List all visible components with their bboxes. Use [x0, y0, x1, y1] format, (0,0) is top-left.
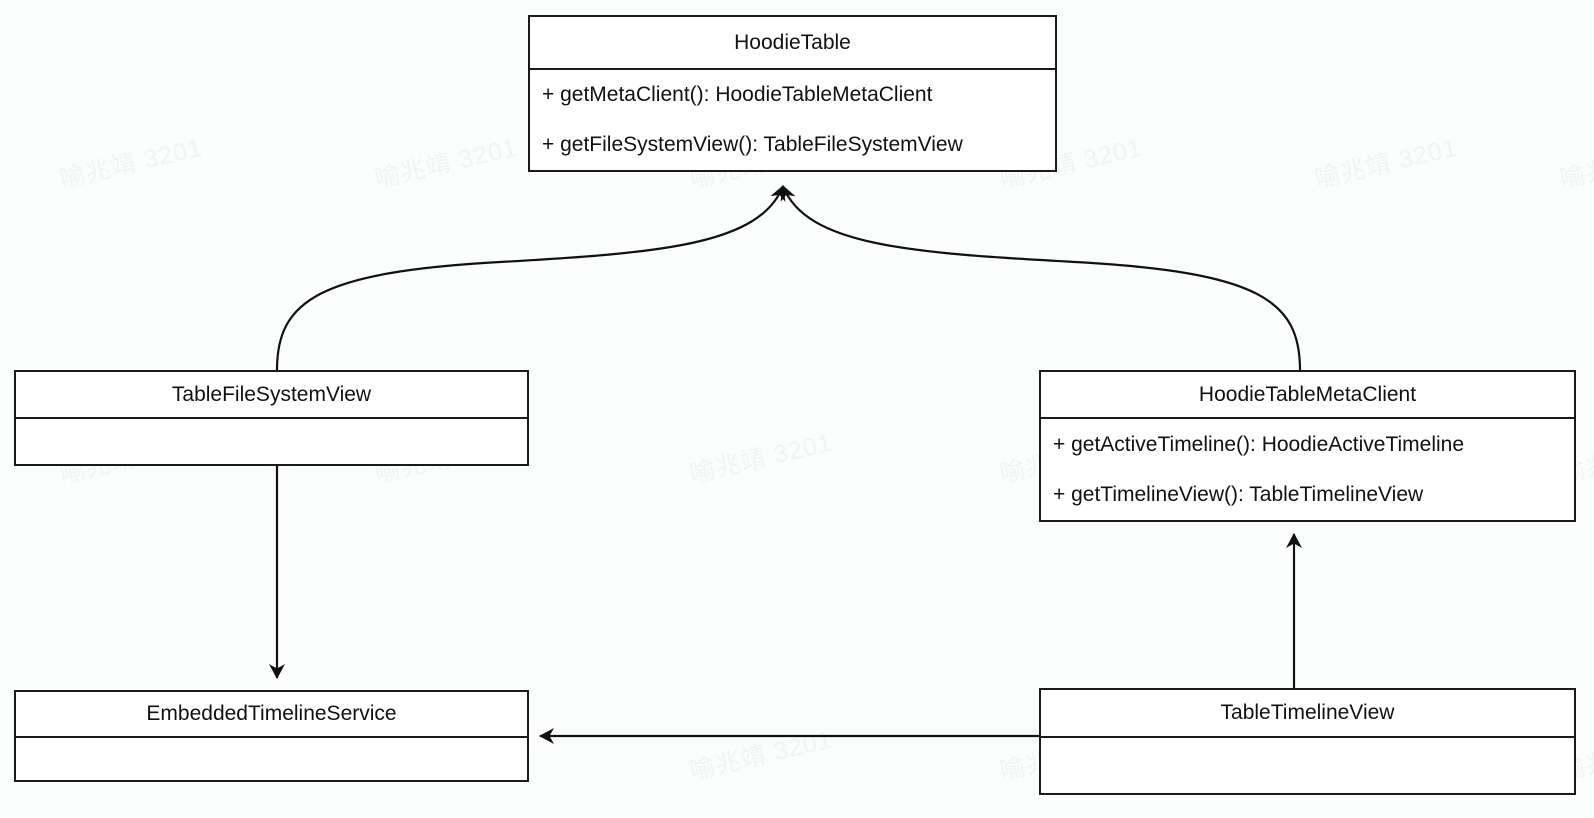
- class-box-embedded-timeline-service[interactable]: EmbeddedTimelineService: [14, 690, 529, 782]
- class-box-table-timeline-view[interactable]: TableTimelineView: [1039, 688, 1576, 795]
- class-name-table-file-system-view: TableFileSystemView: [16, 372, 527, 419]
- class-members-embedded-timeline-service: [16, 738, 527, 780]
- class-member: + getActiveTimeline(): HoodieActiveTimel…: [1053, 432, 1465, 456]
- class-members-table-file-system-view: [16, 419, 527, 464]
- watermark-text: 喻兆靖 3201: [1312, 133, 1461, 194]
- class-name-hoodie-table: HoodieTable: [530, 17, 1055, 70]
- class-name-table-timeline-view: TableTimelineView: [1041, 690, 1574, 738]
- class-member: + getTimelineView(): TableTimelineView: [1053, 483, 1424, 507]
- watermark-text: 喻兆靖 3201: [687, 725, 836, 786]
- class-members-hoodie-table: + getMetaClient(): HoodieTableMetaClient…: [530, 70, 1055, 170]
- watermark-text: 喻兆靖 3201: [372, 133, 521, 194]
- class-name-embedded-timeline-service: EmbeddedTimelineService: [16, 692, 527, 738]
- watermark-text: 喻兆靖 3201: [687, 428, 836, 489]
- edge-htmc-to-hoodietable: [780, 185, 1302, 371]
- class-members-hoodie-table-meta-client: + getActiveTimeline(): HoodieActiveTimel…: [1041, 419, 1574, 520]
- watermark-text: 喻兆靖 3201: [1557, 134, 1594, 194]
- class-members-table-timeline-view: [1041, 738, 1574, 793]
- edge-tfsv-to-hoodietable: [275, 185, 786, 371]
- class-box-table-file-system-view[interactable]: TableFileSystemView: [14, 370, 529, 466]
- class-box-hoodie-table[interactable]: HoodieTable + getMetaClient(): HoodieTab…: [528, 15, 1057, 172]
- class-member: + getFileSystemView(): TableFileSystemVi…: [542, 133, 963, 157]
- watermark-text: 喻兆靖 3201: [57, 133, 206, 194]
- class-member: + getMetaClient(): HoodieTableMetaClient: [542, 83, 933, 107]
- class-box-hoodie-table-meta-client[interactable]: HoodieTableMetaClient + getActiveTimelin…: [1039, 370, 1576, 522]
- class-name-hoodie-table-meta-client: HoodieTableMetaClient: [1041, 372, 1574, 419]
